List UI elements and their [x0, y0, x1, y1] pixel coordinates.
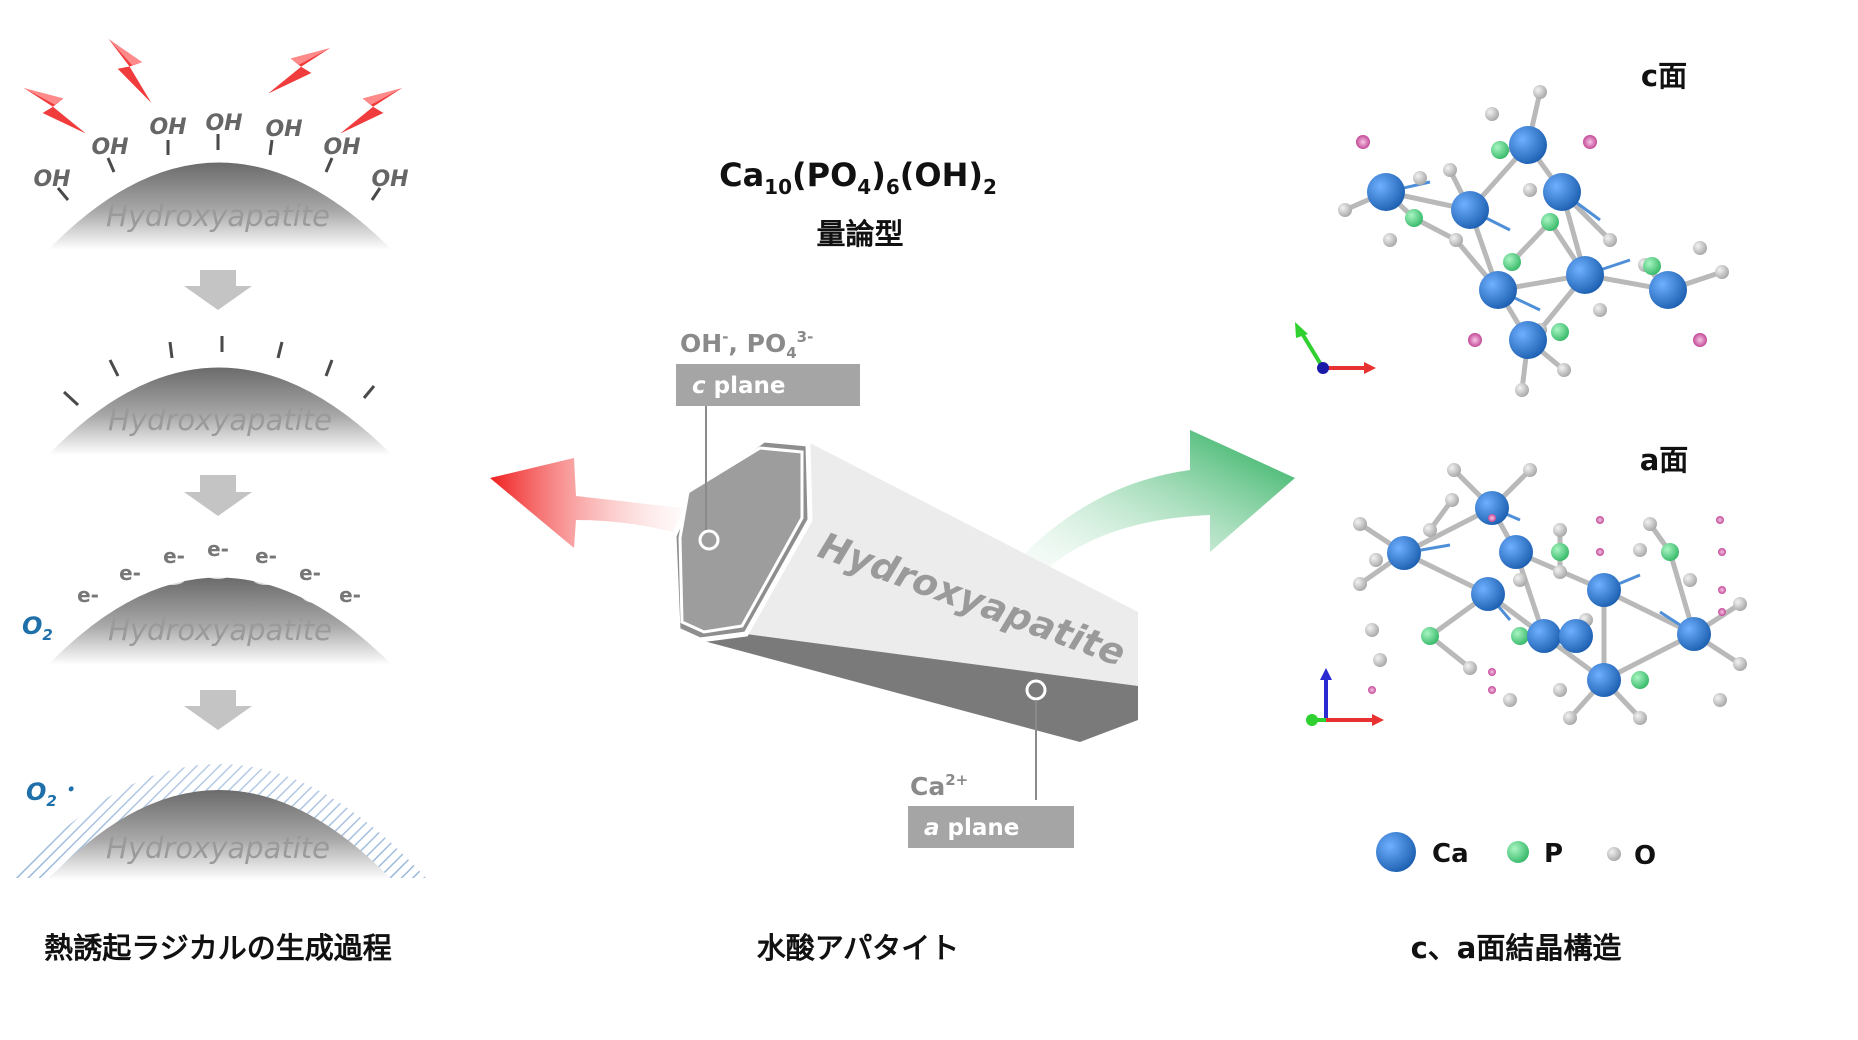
oh-label: OH [323, 135, 360, 160]
lightning-icon [24, 88, 86, 134]
hydroxyapatite-dome-electrons: Hydroxyapatite e- e- e- e- e- e- e- O2 [22, 537, 392, 665]
oh-label: OH [265, 117, 302, 142]
oh-label: OH [149, 115, 186, 140]
oh-label: OH [371, 167, 408, 192]
electron-label: e- [255, 544, 277, 568]
electron-label: e- [77, 583, 99, 607]
o-atom-icon [1607, 847, 1621, 861]
red-arrow-icon [490, 458, 700, 548]
legend-o: O [1634, 841, 1656, 871]
stoichiometric-label: 量論型 [816, 217, 903, 251]
electron-label: e- [299, 561, 321, 585]
right-caption: c、a面結晶構造 [1411, 931, 1622, 965]
hydroxyapatite-label: Hydroxyapatite [106, 199, 330, 233]
electron-label: e- [119, 561, 141, 585]
a-plane-ion: Ca2+ [910, 771, 968, 801]
superoxide-label: O2･ [26, 776, 75, 810]
hydroxyapatite-label: Hydroxyapatite [106, 831, 330, 865]
right-panel: c面 a面 [1295, 59, 1747, 965]
c-plane-ions: OH-, PO43- [680, 328, 813, 362]
c-face-label: c面 [1641, 59, 1687, 93]
down-arrow-icon [184, 690, 252, 730]
ca-atom-icon [1376, 832, 1416, 872]
oh-label: OH [33, 167, 70, 192]
p-atom-icon [1507, 841, 1529, 863]
hydroxyapatite-label: Hydroxyapatite [108, 403, 332, 437]
down-arrow-icon [184, 475, 252, 516]
c-plane-label: c plane [692, 373, 786, 399]
a-plane-callout: Ca2+ a plane [908, 700, 1074, 848]
hydroxyapatite-dome-bare: Hydroxyapatite [48, 336, 392, 455]
legend-p: P [1544, 839, 1563, 869]
a-face-label: a面 [1640, 443, 1689, 477]
a-plane-label: a plane [924, 815, 1019, 841]
hydroxyapatite-dome-oh: Hydroxyapatite OH OH OH OH OH OH OH [33, 111, 409, 250]
atom-legend: Ca P O [1376, 832, 1656, 872]
left-caption: 熱誘起ラジカルの生成過程 [44, 931, 391, 965]
green-arrow-icon [1000, 430, 1295, 585]
legend-ca: Ca [1432, 839, 1469, 869]
lightning-icon [93, 39, 167, 104]
oh-label: OH [91, 135, 128, 160]
crystal-top-face [746, 442, 1138, 686]
hydroxyapatite-dome-radicals: Hydroxyapatite O2･ [14, 764, 426, 880]
left-panel: Hydroxyapatite OH OH OH OH OH OH OH Hydr… [14, 39, 426, 965]
crystal-side-face [700, 634, 1138, 742]
hydroxyapatite-crystal: Hydroxyapatite [671, 437, 1138, 742]
chemical-formula: Ca10(PO4)6(OH)2 [719, 156, 997, 199]
a-face-crystal-structure [1306, 463, 1747, 726]
c-face-crystal-structure [1295, 85, 1729, 397]
center-caption: 水酸アパタイト [757, 931, 959, 965]
down-arrow-icon [184, 270, 252, 310]
electron-label: e- [339, 583, 361, 607]
c-plane-marker [698, 529, 720, 551]
lightning-icon [340, 88, 402, 134]
lightning-icon [268, 48, 330, 94]
oh-label: OH [205, 111, 242, 136]
c-plane-callout: OH-, PO43- c plane [676, 328, 860, 530]
electron-label: e- [163, 544, 185, 568]
hydroxyapatite-label: Hydroxyapatite [108, 613, 332, 647]
oxygen-label: O2 [22, 612, 53, 644]
electron-label: e- [207, 537, 229, 561]
a-plane-marker [1025, 679, 1047, 701]
center-panel: Ca10(PO4)6(OH)2 量論型 Hydroxyapatite OH-, … [490, 156, 1295, 965]
